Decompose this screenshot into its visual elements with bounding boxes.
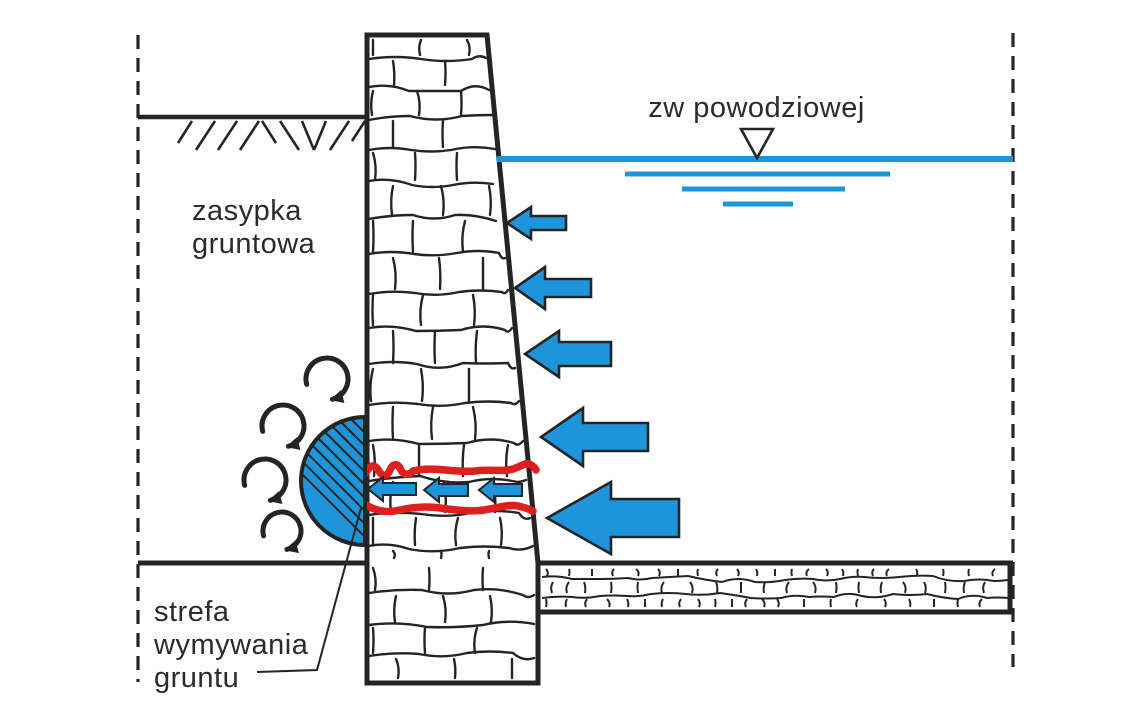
retaining-wall: [364, 32, 541, 686]
backfill-label-line1: zasypka: [192, 195, 302, 227]
seepage-arrow-1: [366, 474, 417, 504]
rubble-apron-stones: [541, 568, 1009, 608]
ground-surface-left: [138, 114, 368, 151]
water-surface: [497, 127, 1013, 207]
seepage-line-bottom: [362, 501, 537, 516]
wall-stone-joints: [367, 38, 536, 680]
seepage-arrow-2: [422, 475, 469, 505]
erosion-leader-line: [256, 507, 362, 673]
vortex-arrow-4: [260, 509, 304, 554]
flood-water-level-text: zw powodziowej: [648, 92, 865, 124]
pressure-arrow-3: [522, 328, 613, 380]
backfill-label: zasypka gruntowa: [192, 195, 315, 261]
seepage-line-top: [362, 460, 540, 480]
seepage-arrow-3: [477, 475, 523, 505]
pressure-arrow-5: [544, 479, 681, 557]
pressure-arrow-1: [504, 204, 568, 242]
ground-hatch: [176, 120, 367, 151]
water-level-icon: [738, 127, 776, 161]
erosion-label-line3: gruntu: [154, 662, 240, 694]
rubble-apron: [535, 560, 1013, 615]
seepage-channel: [362, 460, 540, 516]
erosion-label-line2: wymywania: [154, 629, 309, 661]
vortex-arrow-2: [259, 402, 307, 450]
pressure-arrow-4: [538, 405, 650, 469]
vortex-arrows: [241, 355, 351, 554]
pressure-arrows: [504, 204, 681, 557]
flood-water-level-label: zw powodziowej: [560, 92, 953, 125]
vortex-arrow-1: [303, 355, 351, 403]
erosion-label-line1: strefa: [154, 596, 230, 628]
backfill-label-line2: gruntowa: [192, 228, 316, 260]
erosion-zone: [299, 414, 367, 548]
erosion-label: strefa wymywania gruntu: [154, 596, 308, 695]
vortex-arrow-3: [241, 456, 289, 504]
seepage-arrows: [366, 474, 523, 505]
pressure-arrow-2: [512, 264, 593, 312]
